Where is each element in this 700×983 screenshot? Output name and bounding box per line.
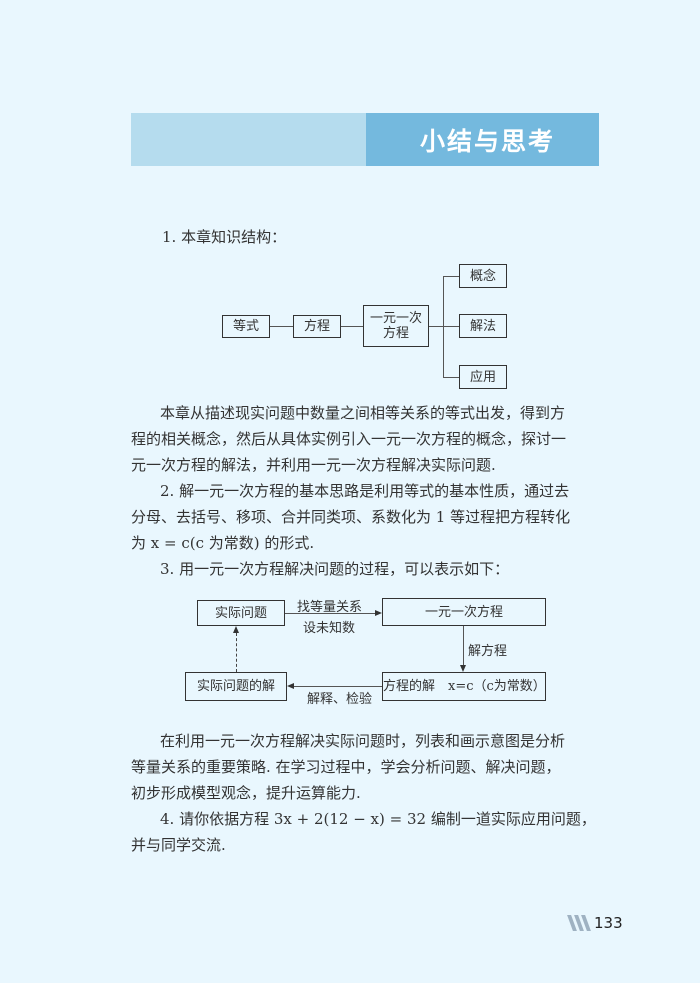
node-linear-equation: 一元一次 方程 <box>363 305 429 347</box>
paragraph2-line2: 等量关系的重要策略. 在学习过程中，学会分析问题、解决问题， <box>131 758 561 776</box>
paragraph1-line2: 程的相关概念，然后从具体实例引入一元一次方程的概念，探讨一 <box>131 430 567 448</box>
header-banner: 小结与思考 <box>366 113 599 166</box>
arrow-line <box>463 626 464 666</box>
paragraph1-line1: 本章从描述现实问题中数量之间相等关系的等式出发，得到方 <box>160 404 566 422</box>
connector <box>429 326 459 327</box>
node-concept: 概念 <box>459 264 507 288</box>
arrow-line <box>285 613 375 614</box>
edge-label-set-unknown: 设未知数 <box>303 621 356 636</box>
edge-label-find-relation: 找等量关系 <box>297 600 363 615</box>
node-linear-equation-line1: 一元一次 <box>369 311 422 326</box>
edge-label-interpret-check: 解释、检验 <box>307 692 373 707</box>
node-solution-method: 解法 <box>459 314 507 338</box>
section4-line2: 并与同学交流. <box>131 836 226 854</box>
arrow-up-icon <box>233 626 239 633</box>
node-equation: 方程 <box>293 315 341 338</box>
node-real-problem: 实际问题 <box>197 600 285 626</box>
arrow-line <box>294 686 382 687</box>
connector <box>341 326 363 327</box>
section3-heading: 3. 用一元一次方程解决问题的过程，可以表示如下： <box>160 560 510 578</box>
node-linear-equation: 一元一次方程 <box>382 598 546 626</box>
edge-label-solve: 解方程 <box>468 644 508 659</box>
dashed-arrow-line <box>236 633 237 672</box>
node-equation-solution: 方程的解 x=c（c为常数） <box>382 672 546 701</box>
page-number: 133 <box>567 914 623 932</box>
page-number-text: 133 <box>594 914 623 932</box>
paragraph2-line1: 在利用一元一次方程解决实际问题时，列表和画示意图是分析 <box>160 732 566 750</box>
arrow-right-icon <box>375 610 382 616</box>
section4-line1: 4. 请你依据方程 3x + 2(12 − x) = 32 编制一道实际应用问题… <box>160 810 596 828</box>
stripes-decoration-icon <box>567 915 591 931</box>
node-application: 应用 <box>459 365 507 389</box>
section2-line1: 2. 解一元一次方程的基本思路是利用等式的基本性质，通过去 <box>160 482 570 500</box>
connector <box>270 326 293 327</box>
arrow-down-icon <box>460 665 466 672</box>
page-title: 小结与思考 <box>419 126 555 156</box>
section2-line3: 为 x = c(c 为常数) 的形式. <box>131 534 315 552</box>
paragraph1-line3: 元一次方程的解法，并利用一元一次方程解决实际问题. <box>131 456 496 474</box>
node-linear-equation-line2: 方程 <box>382 326 409 341</box>
section1-heading: 1. 本章知识结构： <box>162 228 287 246</box>
connector <box>443 377 459 378</box>
arrow-left-icon <box>287 683 294 689</box>
branch-line <box>443 276 444 377</box>
connector <box>443 276 459 277</box>
node-equality: 等式 <box>222 315 270 338</box>
header-banner-left <box>131 113 366 166</box>
paragraph2-line3: 初步形成模型观念，提升运算能力. <box>131 784 361 802</box>
node-real-solution: 实际问题的解 <box>185 672 287 701</box>
section2-line2: 分母、去括号、移项、合并同类项、系数化为 1 等过程把方程转化 <box>131 508 571 526</box>
